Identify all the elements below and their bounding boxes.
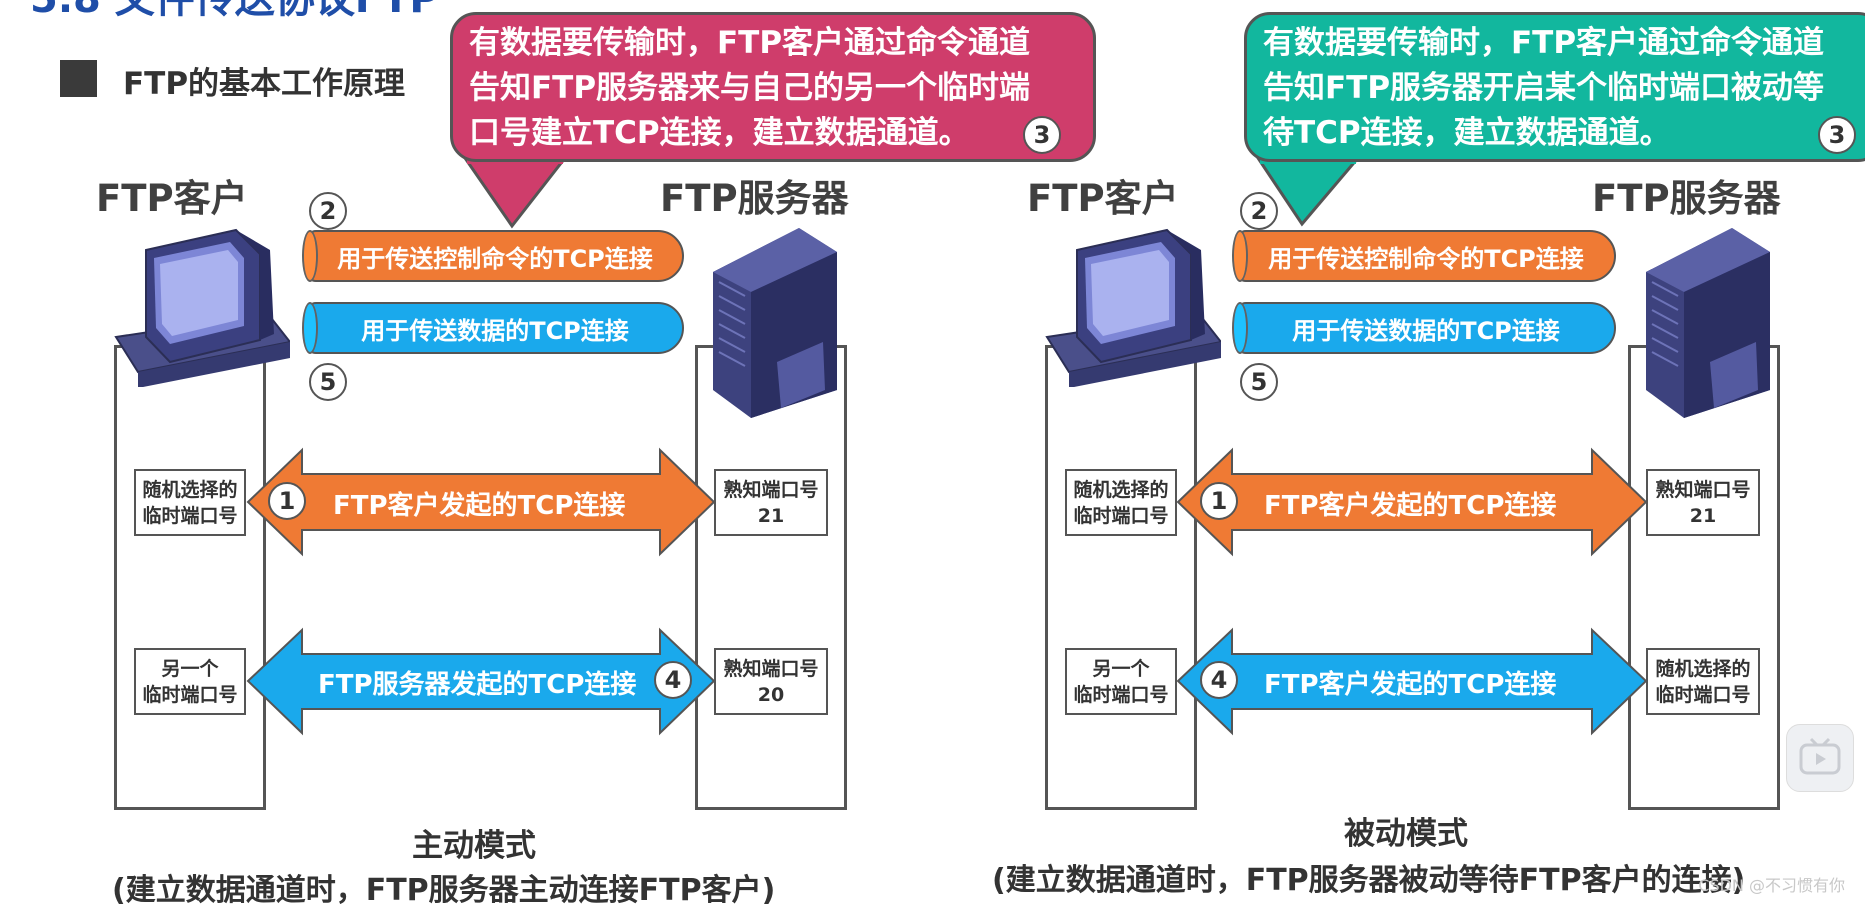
watermark: CSDN @不习惯有你 [1698, 876, 1845, 895]
step-badge: 3 [1023, 116, 1061, 154]
callout-active-mode: 有数据要传输时，FTP客户通过命令通道 告知FTP服务器来与自己的另一个临时端 … [450, 12, 1096, 162]
data-connection-pipe: 用于传送数据的TCP连接 [306, 302, 684, 354]
video-player-icon[interactable] [1786, 724, 1854, 792]
step-badge: 1 [1200, 482, 1238, 520]
data-connection-pipe: 用于传送数据的TCP连接 [1236, 302, 1616, 354]
client-port-box: 随机选择的 临时端口号 [1065, 469, 1177, 536]
port-text: 20 [757, 683, 785, 706]
port-text: 临时端口号 [142, 683, 238, 706]
step-badge: 2 [309, 192, 347, 230]
computer-icon [1045, 228, 1221, 387]
arrow-label: FTP服务器发起的TCP连接 [318, 670, 637, 700]
server-label: FTP服务器 [1592, 177, 1781, 220]
port-text: 另一个 [161, 657, 219, 680]
client-port-box: 随机选择的 临时端口号 [134, 469, 246, 536]
arrow-label: FTP客户发起的TCP连接 [1264, 491, 1557, 521]
mode-subtitle: (建立数据通道时，FTP服务器主动连接FTP客户) [112, 873, 776, 908]
control-connection-pipe: 用于传送控制命令的TCP连接 [1236, 230, 1616, 282]
callout-passive-mode: 有数据要传输时，FTP客户通过命令通道 告知FTP服务器开启某个临时端口被动等 … [1244, 12, 1865, 162]
step-badge: 4 [1200, 661, 1238, 699]
arrow-label: FTP客户发起的TCP连接 [333, 491, 626, 521]
square-bullet-icon [60, 60, 97, 97]
computer-icon [114, 228, 290, 387]
callout-line: 有数据要传输时，FTP客户通过命令通道 [469, 25, 1031, 61]
server-label: FTP服务器 [660, 177, 849, 220]
port-text: 临时端口号 [1655, 683, 1751, 706]
callout-line: 口号建立TCP连接，建立数据通道。 [469, 115, 970, 151]
port-text: 临时端口号 [142, 504, 238, 527]
mode-title: 主动模式 [412, 828, 536, 864]
port-text: 随机选择的 [1655, 657, 1751, 680]
port-text: 随机选择的 [142, 478, 238, 501]
control-connection-pipe: 用于传送控制命令的TCP连接 [306, 230, 684, 282]
port-text: 临时端口号 [1073, 504, 1169, 527]
server-icon [1646, 228, 1770, 418]
slide-title: 5.8 文件传送协议FTP [30, 0, 439, 24]
server-lifeline [695, 345, 847, 810]
server-port-box: 熟知端口号 21 [714, 469, 828, 536]
arrow-label: FTP客户发起的TCP连接 [1264, 670, 1557, 700]
step-badge: 5 [309, 363, 347, 401]
server-port-box: 随机选择的 临时端口号 [1646, 648, 1760, 715]
callout-line: 有数据要传输时，FTP客户通过命令通道 [1263, 25, 1825, 61]
port-text: 21 [1689, 504, 1717, 527]
mode-title: 被动模式 [1344, 816, 1468, 852]
callout-line: 告知FTP服务器来与自己的另一个临时端 [469, 70, 1031, 106]
client-label: FTP客户 [1027, 177, 1179, 220]
client-lifeline [1045, 345, 1197, 810]
step-badge: 1 [268, 482, 306, 520]
step-badge: 3 [1818, 116, 1856, 154]
port-text: 熟知端口号 [723, 657, 819, 680]
server-port-box: 熟知端口号 21 [1646, 469, 1760, 536]
server-icon [713, 228, 837, 418]
callout-line: 告知FTP服务器开启某个临时端口被动等 [1263, 70, 1825, 106]
server-lifeline [1628, 345, 1780, 810]
port-text: 熟知端口号 [1655, 478, 1751, 501]
callout-line: 待TCP连接，建立数据通道。 [1263, 115, 1671, 151]
client-port-box: 另一个 临时端口号 [134, 648, 246, 715]
port-text: 另一个 [1092, 657, 1150, 680]
step-badge: 5 [1240, 363, 1278, 401]
step-badge: 2 [1240, 192, 1278, 230]
client-label: FTP客户 [96, 177, 248, 220]
client-port-box: 另一个 临时端口号 [1065, 648, 1177, 715]
port-text: 熟知端口号 [723, 478, 819, 501]
port-text: 21 [757, 504, 785, 527]
mode-subtitle: (建立数据通道时，FTP服务器被动等待FTP客户的连接) [992, 863, 1746, 898]
server-port-box: 熟知端口号 20 [714, 648, 828, 715]
tv-icon [1799, 737, 1841, 775]
section-title: FTP的基本工作原理 [123, 66, 406, 102]
client-lifeline [114, 345, 266, 810]
port-text: 临时端口号 [1073, 683, 1169, 706]
step-badge: 4 [654, 661, 692, 699]
port-text: 随机选择的 [1073, 478, 1169, 501]
